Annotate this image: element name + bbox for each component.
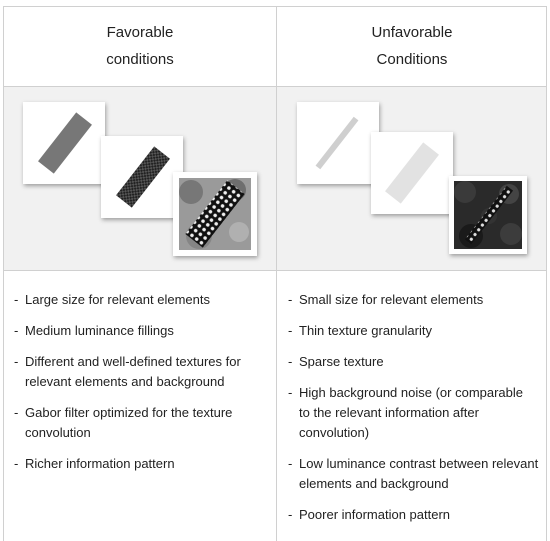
unfavorable-item: Thin texture granularity <box>277 321 547 341</box>
favorable-item: Gabor filter optimized for the texture c… <box>3 403 277 443</box>
unfavorable-item: Poorer information pattern <box>277 505 547 525</box>
favorable-item: Medium luminance fillings <box>3 321 277 341</box>
table-border-top <box>3 6 547 7</box>
unfavorable-header: Unfavorable Conditions <box>277 6 547 86</box>
unfavorable-item: Small size for relevant elements <box>277 290 547 310</box>
favorable-example-cards <box>23 102 257 256</box>
unfavorable-examples <box>277 86 547 270</box>
unfavorable-header-line1: Unfavorable <box>371 24 453 41</box>
unfavorable-card-1 <box>297 102 379 184</box>
row-divider-header <box>3 86 547 87</box>
unfavorable-card-2 <box>371 132 453 214</box>
table-border-right <box>546 6 547 541</box>
favorable-header-line1: Favorable <box>106 24 174 41</box>
favorable-list: Large size for relevant elements Medium … <box>3 270 277 474</box>
table-border-left <box>3 6 4 541</box>
favorable-item: Different and well-defined textures for … <box>3 352 277 392</box>
unfavorable-item: High background noise (or comparable to … <box>277 383 547 443</box>
unfavorable-card-3 <box>449 176 527 254</box>
favorable-card-2 <box>101 136 183 218</box>
favorable-header-line2: conditions <box>106 51 174 68</box>
favorable-examples <box>3 86 277 270</box>
unfavorable-item: Low luminance contrast between relevant … <box>277 454 547 494</box>
unfavorable-header-line2: Conditions <box>376 51 448 68</box>
unfavorable-list: Small size for relevant elements Thin te… <box>277 270 547 525</box>
favorable-item: Large size for relevant elements <box>3 290 277 310</box>
row-divider-images <box>3 270 547 271</box>
favorable-card-3 <box>173 172 257 256</box>
unfavorable-list-cell: Small size for relevant elements Thin te… <box>277 270 547 541</box>
unfavorable-example-cards <box>297 102 527 254</box>
favorable-header: Favorable conditions <box>3 6 277 86</box>
favorable-card-1 <box>23 102 105 184</box>
favorable-item: Richer information pattern <box>3 454 277 474</box>
unfavorable-item: Sparse texture <box>277 352 547 372</box>
favorable-list-cell: Large size for relevant elements Medium … <box>3 270 277 541</box>
column-divider <box>276 6 277 541</box>
